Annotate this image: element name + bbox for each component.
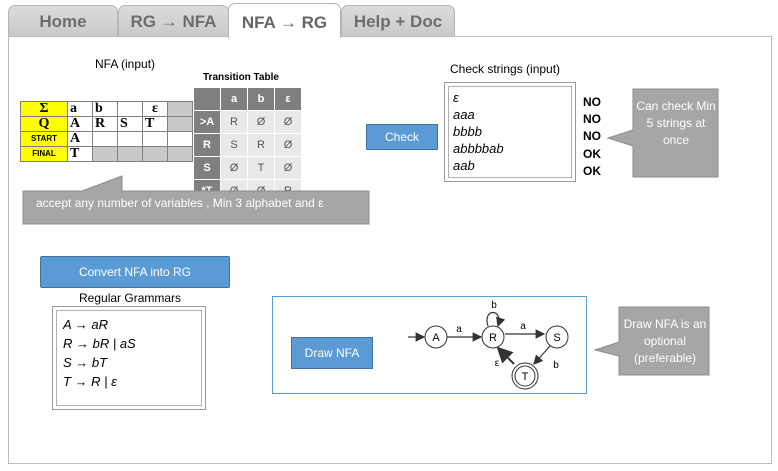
input-hint-callout-shape [22, 175, 370, 225]
alphabet-cell[interactable] [167, 101, 193, 117]
tt-cell: Ø [247, 110, 275, 134]
tab-home[interactable]: Home [8, 5, 118, 36]
check-result: NO [583, 112, 601, 126]
tt-cell: Ø [220, 156, 248, 180]
grammar-rule: A → aR [63, 317, 109, 332]
edge-label: ε [495, 358, 500, 369]
state-cell[interactable] [167, 116, 193, 132]
check-strings-title: Check strings (input) [450, 62, 561, 76]
edge-label: a [456, 324, 462, 335]
string-line: aab [453, 158, 475, 173]
check-button[interactable]: Check [366, 124, 438, 150]
tt-header [193, 87, 221, 111]
state-label: T [522, 371, 529, 383]
final-state-cell[interactable]: T [67, 146, 93, 162]
draw-nfa-note-text: Draw NFA is an optional (preferable) [623, 317, 707, 365]
regular-grammars-title: Regular Grammars [79, 291, 182, 305]
convert-nfa-to-rg-button[interactable]: Convert NFA into RG [40, 256, 230, 288]
state-label: S [553, 332, 560, 344]
sigma-label: Σ [20, 101, 68, 117]
edge-s-t [533, 345, 551, 365]
tt-row-state: R [193, 133, 221, 157]
edge-t-r [496, 346, 515, 365]
tt-header: ε [274, 87, 302, 111]
draw-nfa-button[interactable]: Draw NFA [291, 337, 373, 369]
tt-cell: Ø [274, 133, 302, 157]
string-line: aaa [453, 107, 475, 122]
nfa-input-title: NFA (input) [95, 57, 156, 71]
state-t-node [514, 365, 536, 387]
state-cell[interactable]: R [92, 116, 118, 132]
string-line: bbbb [453, 124, 482, 139]
input-hint-text: accept any number of variables , Min 3 a… [36, 196, 324, 210]
tt-cell: S [220, 133, 248, 157]
state-label: R [489, 332, 497, 344]
check-strings-input[interactable]: ε aaa bbbb abbbbab aab [444, 82, 576, 182]
tab-nfa-to-rg[interactable]: NFA → RG [228, 3, 341, 38]
edge-label: b [491, 300, 497, 311]
start-label: START [20, 131, 68, 147]
grammar-rule: R → bR | aS [63, 336, 136, 351]
state-r-node [481, 325, 505, 349]
check-note-text: Can check Min 5 strings at once [636, 99, 716, 147]
tab-help-doc[interactable]: Help + Doc [341, 5, 455, 36]
state-cell[interactable]: A [67, 116, 93, 132]
tt-cell: Ø [274, 110, 302, 134]
transition-table-title: Transition Table [203, 72, 279, 83]
tab-rg-to-nfa[interactable]: RG → NFA [118, 5, 229, 36]
check-result: NO [583, 95, 601, 109]
string-line: ε [453, 90, 459, 105]
final-label: FINAL [20, 146, 68, 162]
state-s-node [545, 325, 569, 349]
edge-label: b [553, 360, 559, 371]
nfa-input-grid: Σ a b ε Q A R S T START A FINAL T [20, 101, 193, 162]
tt-header: b [247, 87, 275, 111]
alphabet-cell[interactable] [117, 101, 143, 117]
alphabet-cell[interactable]: a [67, 101, 93, 117]
edge-r-r [486, 311, 506, 328]
tt-cell: R [220, 110, 248, 134]
string-line: abbbbab [453, 141, 504, 156]
grammar-rule: T → R | ε [63, 374, 117, 389]
check-result: OK [583, 147, 601, 161]
tt-header: a [220, 87, 248, 111]
tt-row-state: >A [193, 110, 221, 134]
nfa-diagram: A R S T a b a b ε [408, 300, 569, 390]
check-note-callout-shape [606, 88, 719, 178]
edge-label: a [520, 321, 526, 332]
check-result: OK [583, 164, 601, 178]
grammar-rule: S → bT [63, 355, 108, 370]
state-a-node [424, 325, 448, 349]
tt-cell: T [247, 156, 275, 180]
regular-grammars-output: A → aR R → bR | aS S → bT T → R | ε [52, 306, 206, 410]
state-cell[interactable]: T [142, 116, 168, 132]
start-state-cell[interactable]: A [67, 131, 93, 147]
check-result: NO [583, 129, 601, 143]
state-cell[interactable]: S [117, 116, 143, 132]
draw-nfa-note-callout-shape [594, 306, 710, 376]
draw-nfa-panel [272, 296, 587, 394]
alphabet-cell[interactable]: ε [142, 101, 168, 117]
q-label: Q [20, 116, 68, 132]
tt-cell: R [247, 133, 275, 157]
state-label: A [432, 332, 440, 344]
alphabet-cell[interactable]: b [92, 101, 118, 117]
